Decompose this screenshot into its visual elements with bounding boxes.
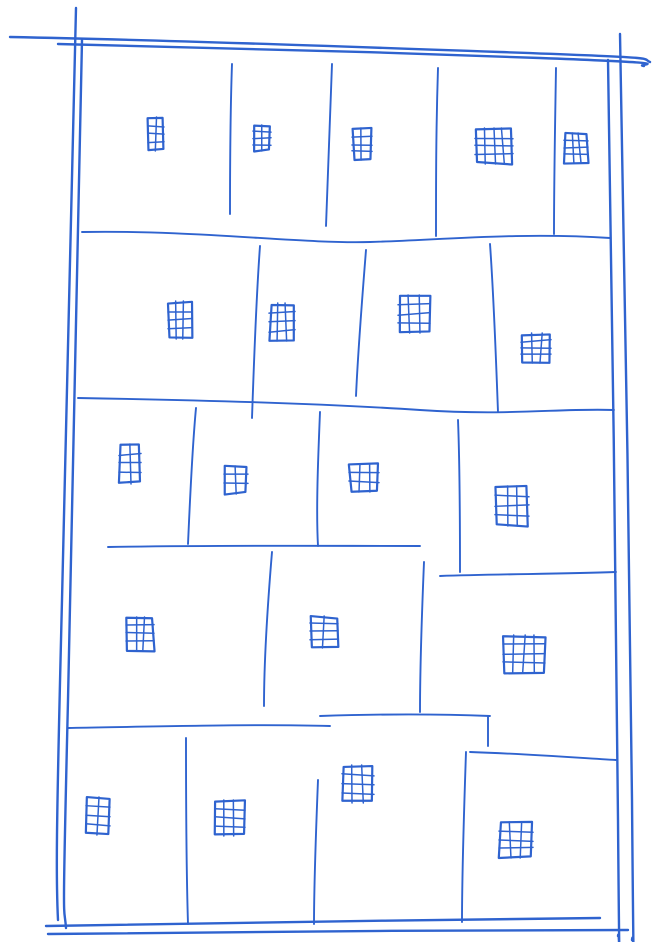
window-transom [503, 662, 545, 663]
window-transom [564, 140, 588, 141]
window-transom [253, 138, 271, 139]
window-transom [352, 151, 372, 152]
window-transom [398, 304, 430, 305]
window-transom [269, 321, 295, 322]
window-transom [475, 154, 513, 155]
window-mullion [359, 464, 360, 492]
window-transom [499, 847, 533, 848]
window-transom [564, 147, 588, 148]
window-transom [168, 328, 192, 329]
window-mullion [183, 301, 184, 339]
window-transom [126, 632, 154, 633]
window-transom [503, 654, 545, 655]
window-transom [310, 623, 338, 624]
window-transom [310, 639, 338, 640]
window-transom [148, 142, 164, 143]
window-transom [475, 145, 513, 146]
window-transom [352, 136, 372, 137]
window-transom [564, 154, 588, 155]
